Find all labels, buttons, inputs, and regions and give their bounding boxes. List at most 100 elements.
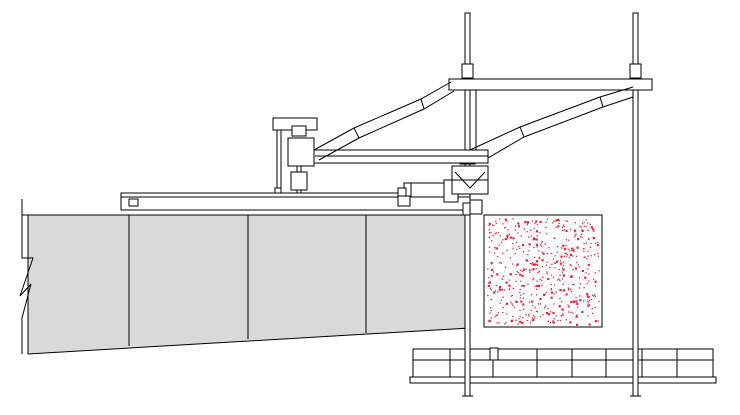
speckle-dot xyxy=(552,320,554,322)
speckle-dot xyxy=(588,238,590,241)
speckle-dot xyxy=(512,242,514,245)
speckle-dot xyxy=(582,248,585,250)
anchor-washer xyxy=(291,125,307,137)
speckle-dot xyxy=(555,315,557,317)
speckle-dot xyxy=(587,250,589,252)
speckle-dot xyxy=(498,322,500,324)
speckle-dot xyxy=(555,260,559,263)
speckle-dot xyxy=(540,242,543,244)
speckle-dot xyxy=(583,242,585,245)
speckle-dot xyxy=(516,271,518,273)
speckle-dot xyxy=(575,300,578,303)
existing-girder xyxy=(19,199,471,355)
speckle-dot xyxy=(533,237,535,239)
speckle-dot xyxy=(516,265,518,267)
speckle-dot xyxy=(574,267,577,270)
speckle-dot xyxy=(499,262,501,264)
speckle-dot xyxy=(558,222,560,225)
rear-diagonal-node-2 xyxy=(420,98,425,110)
speckle-dot xyxy=(586,258,588,260)
speckle-dot xyxy=(551,291,554,294)
speckle-dot xyxy=(533,246,535,249)
speckle-dot xyxy=(567,304,569,306)
speckle-dot xyxy=(554,237,556,239)
speckle-dot xyxy=(591,294,594,296)
speckle-dot xyxy=(557,225,560,228)
speckle-dot xyxy=(538,271,540,273)
speckle-dot xyxy=(587,300,589,303)
speckle-dot xyxy=(588,237,590,240)
speckle-dot xyxy=(561,315,563,317)
truss-top-chord xyxy=(448,78,653,91)
speckle-dot xyxy=(488,277,490,279)
speckle-dot xyxy=(525,259,527,261)
rear-diagonal xyxy=(313,81,455,161)
speckle-dot xyxy=(585,225,587,228)
speckle-dot xyxy=(494,246,496,249)
speckle-dot xyxy=(539,278,541,280)
speckle-dot xyxy=(563,248,566,251)
speckle-dot xyxy=(512,304,514,306)
speckle-dot xyxy=(506,234,509,237)
speckle-dot xyxy=(572,247,574,249)
speckle-dot xyxy=(541,259,544,262)
speckle-dot xyxy=(581,233,583,235)
speckle-dot xyxy=(565,319,567,321)
speckle-dot xyxy=(531,300,534,303)
speckle-dot xyxy=(567,248,569,250)
speckle-dot xyxy=(534,285,536,287)
speckle-dot xyxy=(545,226,547,229)
speckle-dot xyxy=(579,283,581,285)
speckle-dot xyxy=(597,252,599,255)
speckle-dot xyxy=(588,303,591,306)
speckle-dot xyxy=(489,281,492,284)
speckle-dot xyxy=(505,266,507,268)
speckle-dot xyxy=(550,289,552,291)
speckle-dot xyxy=(560,247,563,249)
hanger-rods xyxy=(459,12,642,397)
speckle-dot xyxy=(536,260,539,263)
speckle-dot xyxy=(590,242,592,245)
speckle-dot xyxy=(587,315,589,317)
speckle-dot xyxy=(557,246,559,248)
speckle-dot xyxy=(533,277,535,280)
speckle-dot xyxy=(558,305,561,308)
hanger-nut-left-top xyxy=(461,63,474,79)
speckle-dot xyxy=(489,312,491,314)
speckle-dot xyxy=(491,224,494,226)
speckle-dot xyxy=(520,300,523,303)
front-support xyxy=(451,165,489,195)
speckle-dot xyxy=(542,276,544,278)
speckle-dot xyxy=(517,222,520,225)
speckle-dot xyxy=(583,300,585,302)
speckle-dot xyxy=(585,272,587,274)
speckle-dot xyxy=(550,288,552,290)
speckle-dot xyxy=(491,268,494,271)
speckle-dot xyxy=(589,223,591,225)
speckle-dot xyxy=(575,233,577,235)
speckle-dot xyxy=(543,293,546,296)
speckle-dot xyxy=(487,282,490,284)
speckle-dot xyxy=(499,235,501,237)
speckle-dot xyxy=(507,229,509,231)
speckle-dot xyxy=(552,258,555,260)
speckle-dot xyxy=(538,256,541,258)
speckle-dot xyxy=(532,319,535,322)
speckle-dot xyxy=(490,289,492,291)
speckle-dot xyxy=(559,260,561,262)
speckle-dot xyxy=(530,229,532,231)
speckle-dot xyxy=(488,224,490,227)
speckle-dot xyxy=(531,317,533,319)
speckle-dot xyxy=(531,319,533,321)
speckle-dot xyxy=(594,272,596,274)
speckle-dot xyxy=(538,270,541,272)
speckle-dot xyxy=(495,232,497,234)
speckle-dot xyxy=(563,255,565,257)
speckle-dot xyxy=(572,300,575,303)
speckle-dot xyxy=(523,293,525,295)
speckle-dot xyxy=(530,309,532,312)
speckle-dot xyxy=(555,219,558,222)
speckle-dot xyxy=(511,263,514,265)
speckle-dot xyxy=(565,229,568,232)
speckle-dot xyxy=(496,322,498,324)
